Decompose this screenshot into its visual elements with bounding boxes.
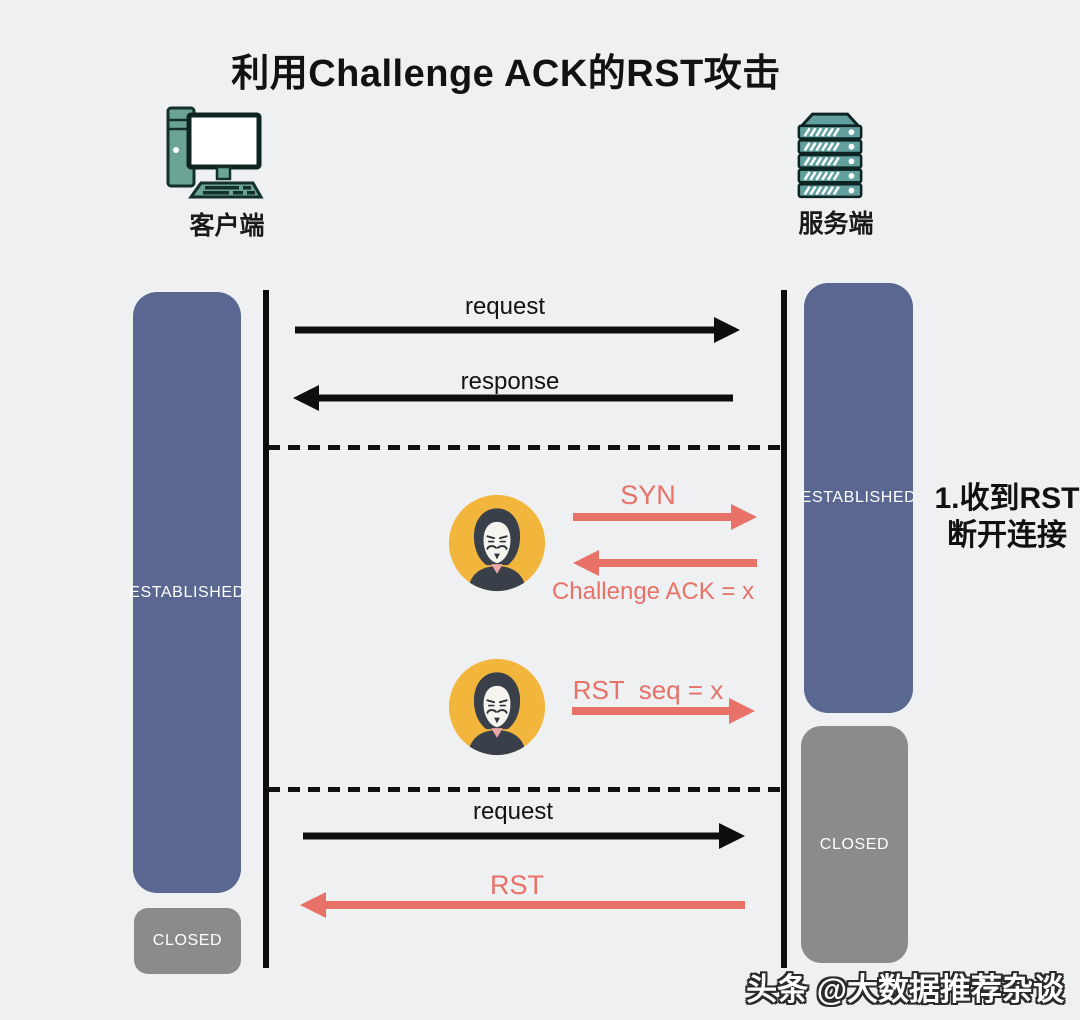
arrow-head	[719, 823, 745, 849]
arrow-shaft	[585, 559, 757, 567]
server-established-bar: ESTABLISHED	[801, 283, 916, 713]
arrow-shaft	[305, 394, 733, 402]
arrow-shaft	[295, 326, 728, 334]
response-arrow	[293, 385, 733, 411]
state-label: CLOSED	[152, 932, 223, 949]
server-closed-bar: CLOSED	[801, 726, 908, 963]
annotation-line1: 1.收到RST	[934, 482, 1080, 515]
server-lifeline	[781, 290, 787, 968]
challenge-ack-arrow	[573, 550, 757, 576]
arrow-shaft	[572, 707, 743, 715]
arrow-head	[731, 504, 757, 530]
rst-seq-arrow	[572, 698, 755, 724]
arrow-shaft	[573, 513, 745, 521]
page-title: 利用Challenge ACK的RST攻击	[231, 53, 781, 95]
request2-label: request	[472, 798, 554, 825]
rst-arrow	[300, 892, 745, 918]
arrow-shaft	[303, 832, 733, 840]
rst-seq-label: RST seq = x	[572, 675, 724, 705]
server-label: 服务端	[798, 210, 874, 238]
arrow-head	[729, 698, 755, 724]
request2-arrow	[303, 823, 745, 849]
watermark: 头条 @大数据推荐杂谈	[746, 972, 1064, 1007]
state-label: ESTABLISHED	[800, 489, 917, 506]
server-rack-icon	[797, 112, 863, 199]
dashed-separator-bottom	[268, 787, 780, 792]
client-lifeline	[263, 290, 269, 968]
request1-label: request	[464, 293, 546, 320]
syn-arrow	[573, 504, 757, 530]
arrow-head	[714, 317, 740, 343]
desktop-computer-icon	[166, 106, 264, 199]
rst-disconnect-annotation: 1.收到RST 断开连接	[922, 480, 1080, 554]
client-closed-bar: CLOSED	[134, 908, 241, 974]
arrow-head	[300, 892, 326, 918]
response-label: response	[460, 368, 560, 395]
arrow-shaft	[312, 901, 745, 909]
dashed-separator-top	[268, 445, 780, 450]
challenge-ack-label: Challenge ACK = x	[551, 578, 755, 605]
syn-label: SYN	[620, 480, 676, 510]
annotation-line2: 断开连接	[947, 519, 1067, 552]
state-label: ESTABLISHED	[129, 583, 245, 601]
anonymous-hacker-icon	[448, 658, 546, 756]
arrow-head	[293, 385, 319, 411]
anonymous-hacker-icon	[448, 494, 546, 592]
client-label: 客户端	[189, 212, 265, 240]
state-label: CLOSED	[819, 835, 890, 853]
request1-arrow	[295, 317, 740, 343]
rst-label: RST	[490, 870, 544, 900]
arrow-head	[573, 550, 599, 576]
client-established-bar: ESTABLISHED	[129, 292, 244, 893]
